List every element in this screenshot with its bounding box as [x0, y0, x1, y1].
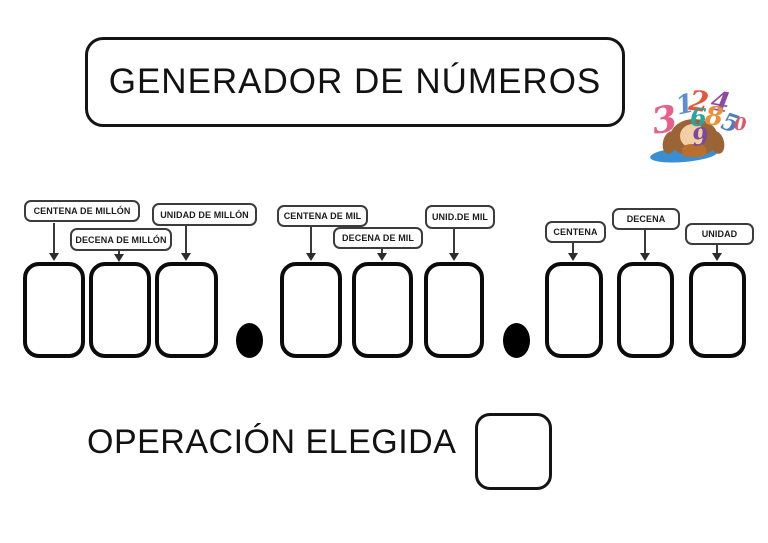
digit-slot-decena[interactable] [617, 262, 674, 358]
operation-label: OPERACIÓN ELEGIDA [87, 423, 457, 461]
thousands-separator-dot-millions [236, 323, 263, 358]
place-label-decena-de-millon: DECENA DE MILLÓN [70, 228, 172, 251]
place-label-unid-de-mil: UNID.DE MIL [425, 205, 495, 229]
digit-slot-centena[interactable] [545, 262, 603, 358]
place-label-decena: DECENA [612, 208, 680, 230]
arrow-centena [568, 243, 578, 261]
arrow-decena-de-mil [377, 249, 387, 261]
arrow-unidad [712, 245, 722, 261]
numbers-girl-illustration: 3 1 2 4 6 8 5 0 9 [648, 84, 766, 166]
arrow-decena [640, 230, 650, 261]
title-box: GENERADOR DE NÚMEROS [85, 37, 625, 127]
place-label-centena-de-millon: CENTENA DE MILLÓN [24, 200, 140, 222]
place-label-centena-de-mil: CENTENA DE MIL [277, 205, 368, 227]
operation-box[interactable] [475, 413, 552, 490]
place-label-centena: CENTENA [545, 221, 606, 243]
girl-shirt [682, 144, 706, 157]
digit-slot-decena-de-mil[interactable] [352, 262, 413, 358]
digit-slot-centena-de-mil[interactable] [280, 262, 342, 358]
digit-slot-unid-de-mil[interactable] [424, 262, 484, 358]
digit-slot-centena-de-millon[interactable] [23, 262, 85, 358]
arrow-decena-de-millon [114, 251, 124, 262]
arrow-centena-de-mil [306, 227, 316, 261]
decoration-digit-0: 0 [734, 114, 747, 135]
page-title: GENERADOR DE NÚMEROS [108, 62, 602, 101]
arrow-centena-de-millon [49, 223, 59, 261]
place-label-unidad: UNIDAD [685, 223, 754, 245]
digit-slot-decena-de-millon[interactable] [89, 262, 151, 358]
place-label-decena-de-mil: DECENA DE MIL [333, 227, 423, 249]
decoration-digit-6: 6 [690, 103, 707, 132]
decoration-digit-9: 9 [689, 120, 711, 153]
digit-slot-unidad-de-millon[interactable] [155, 262, 218, 358]
digit-slot-unidad[interactable] [689, 262, 746, 358]
arrow-unidad-de-millon [181, 226, 191, 261]
thousands-separator-dot-thousands [503, 323, 530, 358]
place-label-unidad-de-millon: UNIDAD DE MILLÓN [152, 203, 257, 226]
arrow-unid-de-mil [449, 229, 459, 261]
